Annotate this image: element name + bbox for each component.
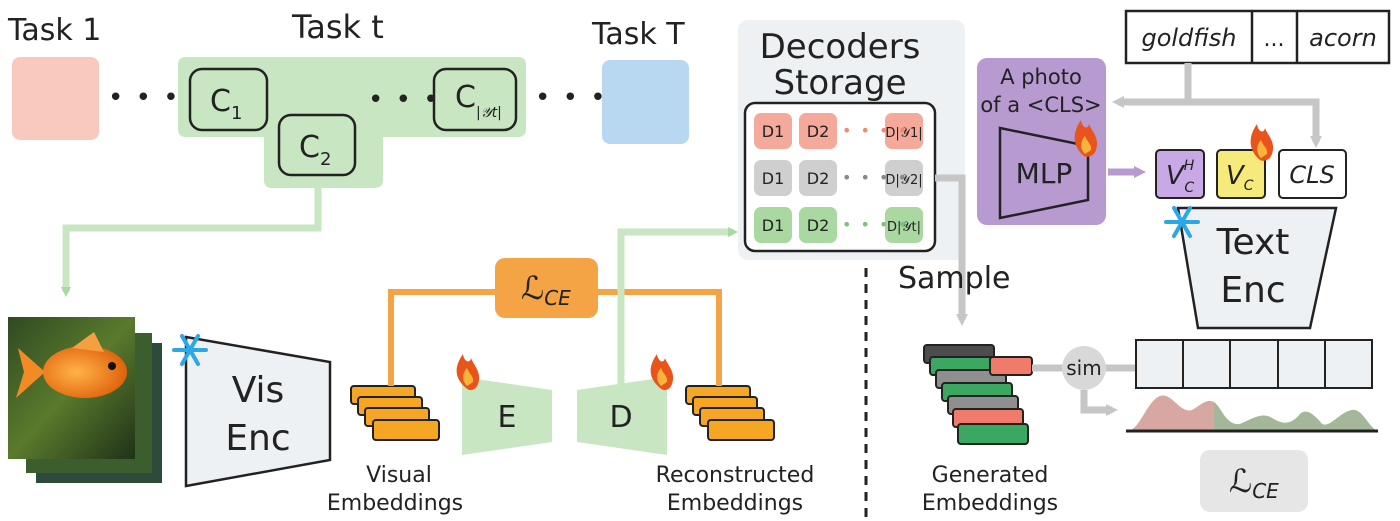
decoder-cell-label: D|𝒴2| (885, 173, 922, 188)
visual-embeddings-line1: Visual (366, 463, 432, 488)
sample-label: Sample (898, 261, 1011, 296)
ellipsis-middle: • • • (368, 85, 441, 115)
decoder-cell-label: D|𝒴1| (885, 126, 922, 141)
text-feature-cells (1135, 339, 1373, 389)
token-vh (1155, 149, 1205, 199)
fire-icon (456, 354, 480, 391)
sim-label: sim (1066, 356, 1101, 380)
prompt-line2: of a <CLS> (980, 93, 1101, 117)
storage-title-line2: Storage (773, 63, 906, 103)
decoder-cell (799, 160, 837, 196)
decoder-cell-label: D2 (807, 169, 830, 188)
class-box-1 (188, 67, 269, 132)
token-v (1216, 149, 1266, 199)
loss-connector-right (597, 289, 722, 386)
reconstructed-embeddings-line1: Reconstructed (656, 463, 815, 488)
reconstructed-embeddings-line2: Embeddings (667, 491, 803, 516)
classnames-to-cls-arrow (1188, 98, 1322, 148)
ellipsis-left: • • • (108, 83, 181, 113)
sim-node (1062, 346, 1106, 390)
visual-embeddings-line2: Embeddings (327, 491, 463, 516)
decoder-cell-label: D2 (807, 122, 830, 141)
decoder-cell-label: D1 (762, 122, 785, 141)
loss-ce-box (495, 258, 598, 318)
class-name-acorn: acorn (1309, 24, 1377, 52)
text-enc-line2: Enc (1220, 270, 1285, 311)
decoder-cell (885, 207, 923, 243)
decoder-cell (799, 207, 837, 243)
goldfish-icon (16, 332, 127, 398)
generated-embeddings-stack (923, 344, 1033, 445)
snowflake-icon (1164, 206, 1200, 238)
decoder-cell (885, 160, 923, 196)
task-last-label: Task T (591, 17, 685, 52)
decoder-cell (799, 113, 837, 149)
decoder-block (577, 377, 667, 455)
decoder-cell-label: D1 (762, 216, 785, 235)
vis-enc-block (184, 335, 332, 488)
fire-icon (1074, 120, 1098, 157)
decoder-cell-label: D1 (762, 169, 785, 188)
task-row: Task 1 • • • Task t C1 C2 • • • C|𝒴t| • … (7, 8, 689, 188)
ellipsis-right: • • • (535, 83, 608, 113)
decoder-label: D (609, 400, 632, 435)
task-current-label: Task t (291, 8, 384, 46)
generated-embeddings-line1: Generated (932, 463, 1049, 488)
decoder-cell-label: D2 (807, 216, 830, 235)
similarity-distribution (1126, 395, 1378, 433)
storage-to-sample-arrow (935, 174, 968, 326)
decoder-cell (754, 207, 792, 243)
fire-icon (1250, 124, 1274, 161)
encoder-label: E (498, 400, 517, 435)
goldfish-image-stack (8, 317, 162, 483)
class-name-goldfish: goldfish (1141, 24, 1236, 52)
snowflake-icon (172, 334, 208, 366)
decoder-cell (885, 113, 923, 149)
decoder-row-ellipsis: • • • • (842, 168, 909, 187)
token-cls-label: CLS (1289, 161, 1334, 189)
classnames-to-prompt-arrow (1112, 63, 1192, 108)
vis-enc-line1: Vis (232, 370, 285, 411)
visual-embeddings-stack (350, 385, 440, 441)
decoder-to-storage-arrow (617, 227, 738, 390)
task-last-box (602, 60, 689, 144)
reconstructed-embeddings-stack (685, 385, 775, 441)
class-name-ellipsis: ... (1264, 27, 1285, 52)
mlp-block (998, 126, 1090, 220)
text-enc-line1: Text (1216, 222, 1290, 263)
decoder-cell (754, 160, 792, 196)
text-enc-block (1176, 206, 1338, 330)
storage-title-line1: Decoders (760, 27, 921, 67)
mlp-label: MLP (1016, 157, 1073, 190)
sim-to-logits-arrow (1080, 390, 1118, 416)
decoder-row-ellipsis: • • • • (842, 121, 909, 140)
decoder-row-ellipsis: • • • • (842, 215, 909, 234)
task-to-image-arrow (61, 188, 322, 297)
decoder-cell (754, 113, 792, 149)
class-box-2 (277, 113, 357, 177)
task-first-box (12, 57, 99, 140)
generated-embeddings-line2: Embeddings (922, 491, 1058, 516)
class-box-last (432, 67, 518, 132)
token-cls (1278, 149, 1347, 199)
class-names-bar (1124, 9, 1391, 65)
encoder-block (462, 377, 552, 455)
loss-connector-left (388, 289, 498, 386)
token-v-label: VC (1226, 161, 1254, 194)
prompt-line1: A photo (1000, 65, 1082, 89)
vis-enc-line2: Enc (225, 418, 290, 459)
decoder-cell-label: D|𝒴t| (887, 220, 921, 235)
fire-icon (650, 354, 674, 391)
task-first-label: Task 1 (7, 13, 101, 48)
text-loss-box (1200, 450, 1308, 512)
